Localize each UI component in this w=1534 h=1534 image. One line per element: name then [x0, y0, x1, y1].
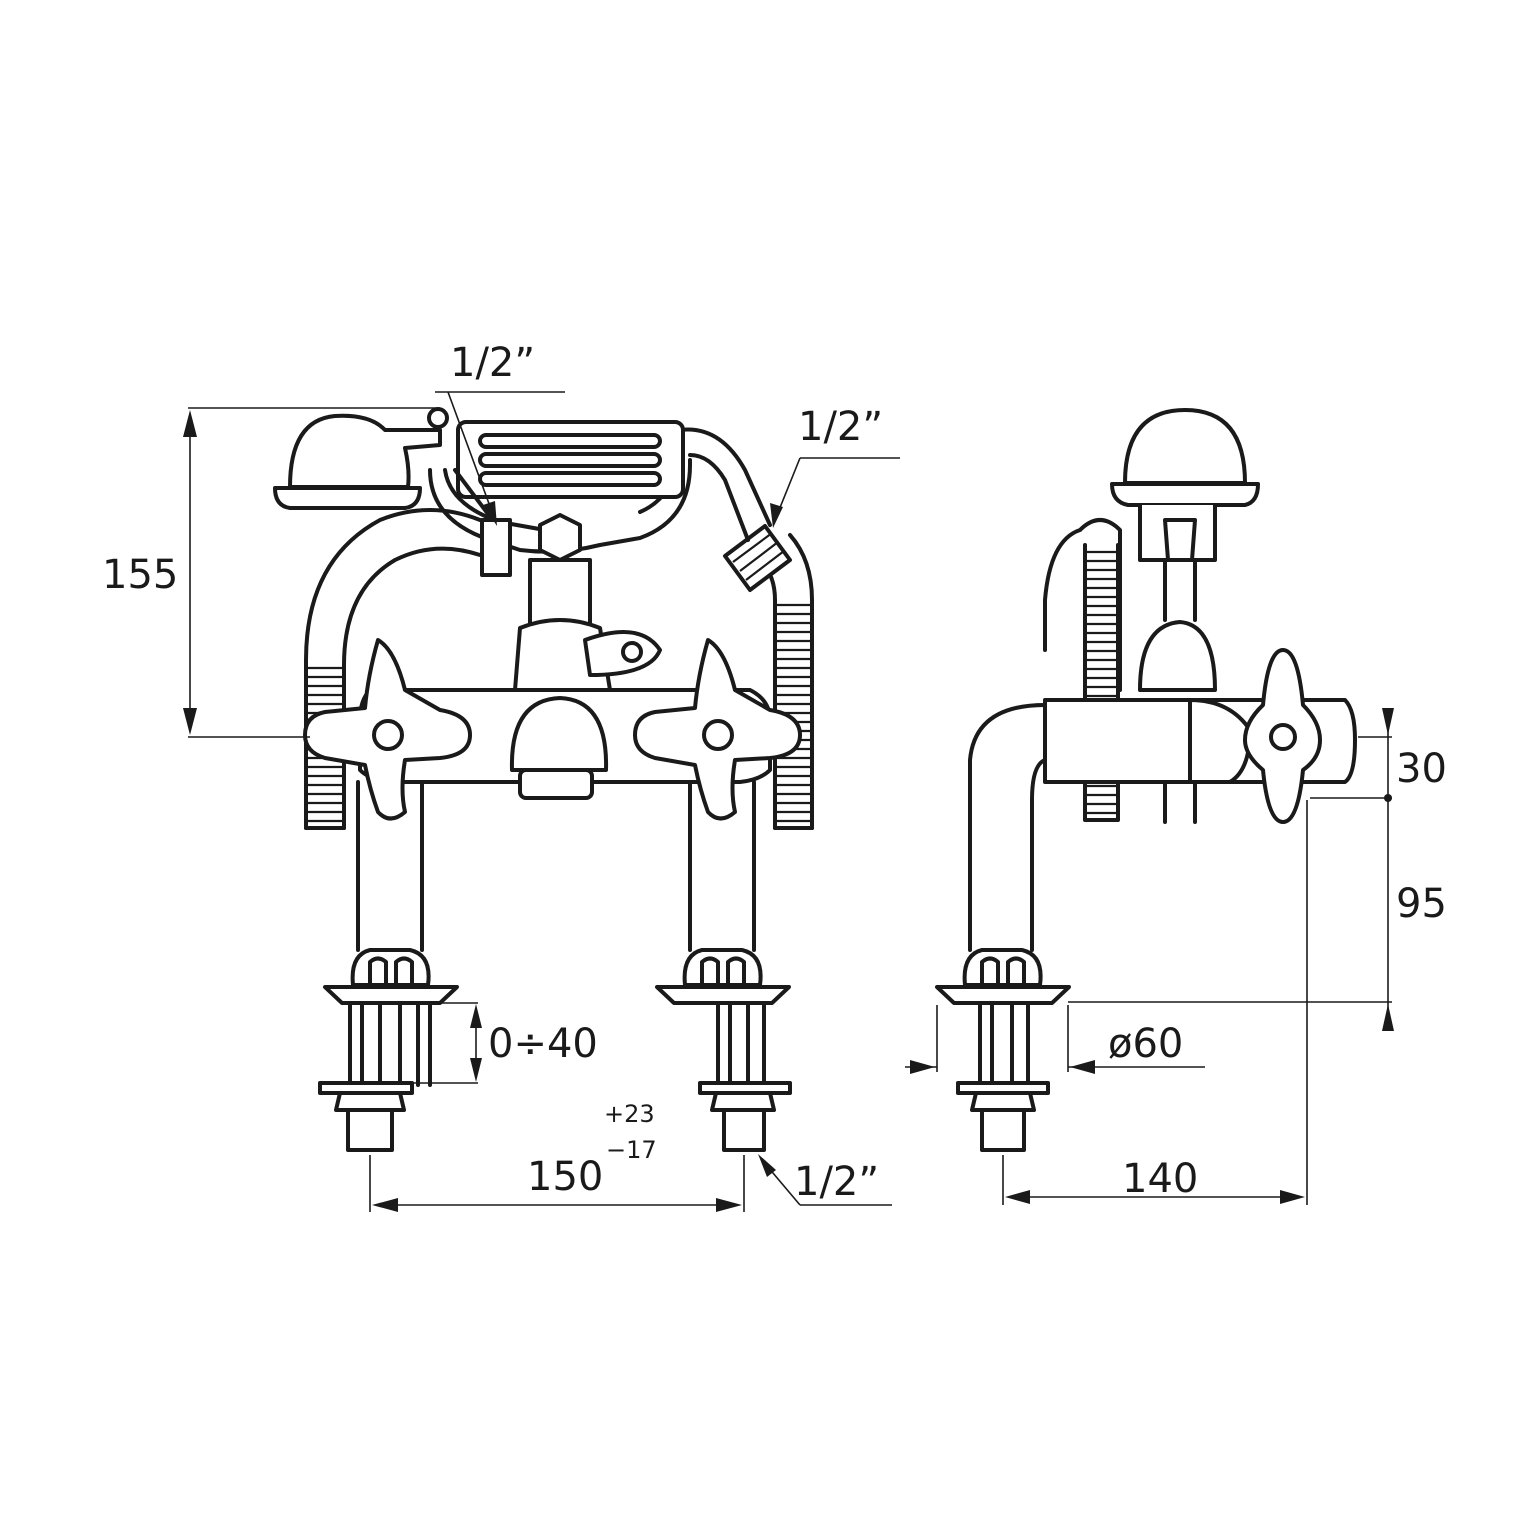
- label-projection: 140: [1122, 1156, 1198, 1202]
- right-base: [655, 948, 792, 1152]
- side-leg: [968, 703, 1047, 952]
- side-cross-handle: [1243, 648, 1322, 824]
- shower-head: [273, 407, 449, 510]
- label-hose-inlet: 1/2”: [798, 404, 883, 450]
- side-view: [935, 408, 1357, 1152]
- label-tol-minus: −17: [606, 1136, 657, 1164]
- front-view: [273, 407, 814, 1152]
- hose-nut: [723, 524, 792, 592]
- right-cross-handle: [633, 638, 802, 821]
- side-shower-head: [1110, 408, 1260, 507]
- label-adjust-range: 0÷40: [488, 1021, 598, 1067]
- shower-handle: [456, 420, 685, 499]
- label-top-inlet: 1/2”: [450, 340, 535, 386]
- label-flange-diameter: ø60: [1108, 1021, 1183, 1067]
- dimension-labels: 155 1/2” 1/2” 0÷40 150 +23 −17 1/2” 30 9…: [102, 340, 1447, 1205]
- shower-arm: [678, 427, 772, 542]
- label-155: 155: [102, 552, 178, 598]
- diverter: [513, 513, 662, 692]
- label-tol-plus: +23: [604, 1100, 655, 1128]
- label-95: 95: [1396, 881, 1447, 927]
- left-cross-handle: [303, 638, 472, 821]
- inlet-clip: [480, 518, 512, 577]
- dimension-lines: [183, 391, 1394, 1212]
- left-base: [318, 948, 459, 1152]
- label-30: 30: [1396, 746, 1447, 792]
- label-centres: 150: [527, 1154, 603, 1200]
- label-bottom-inlet: 1/2”: [794, 1159, 879, 1205]
- front-legs: [356, 780, 756, 952]
